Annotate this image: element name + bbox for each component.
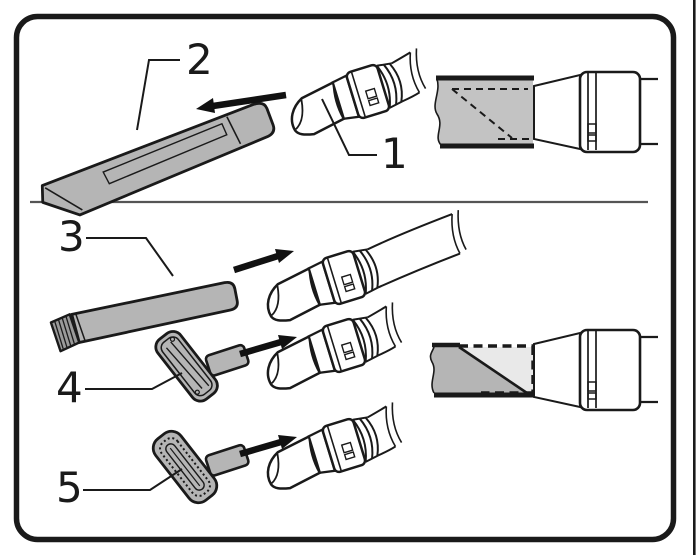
stitch-outline <box>451 88 530 140</box>
inset-stored <box>434 70 660 154</box>
callout-5-label: 5 <box>56 463 83 512</box>
bristle-brush-attachment <box>151 429 250 505</box>
callout-1: 1 <box>321 98 408 178</box>
insert-arrow-row3 <box>233 249 294 274</box>
bag-connector <box>532 70 660 154</box>
callout-3-label: 3 <box>58 212 85 261</box>
brush-attachment <box>154 330 250 403</box>
callout-1-label: 1 <box>381 129 408 178</box>
callout-2-label: 2 <box>186 35 213 84</box>
callout-3: 3 <box>58 212 174 277</box>
bag-connector-folded <box>532 328 660 412</box>
page-edge-rule <box>693 0 696 555</box>
insert-arrow-top <box>196 91 287 113</box>
inset-folded <box>429 328 660 412</box>
callout-5: 5 <box>56 463 183 512</box>
callout-2: 2 <box>136 35 213 131</box>
insert-arrow-row4 <box>239 335 297 358</box>
insert-arrow-row5 <box>239 435 297 458</box>
extension-wand <box>49 280 239 353</box>
callout-4: 4 <box>56 363 183 412</box>
figure-frame <box>13 13 677 543</box>
fold-stitch-outline <box>459 344 535 395</box>
callout-4-label: 4 <box>56 363 83 412</box>
crevice-tool <box>40 101 276 217</box>
